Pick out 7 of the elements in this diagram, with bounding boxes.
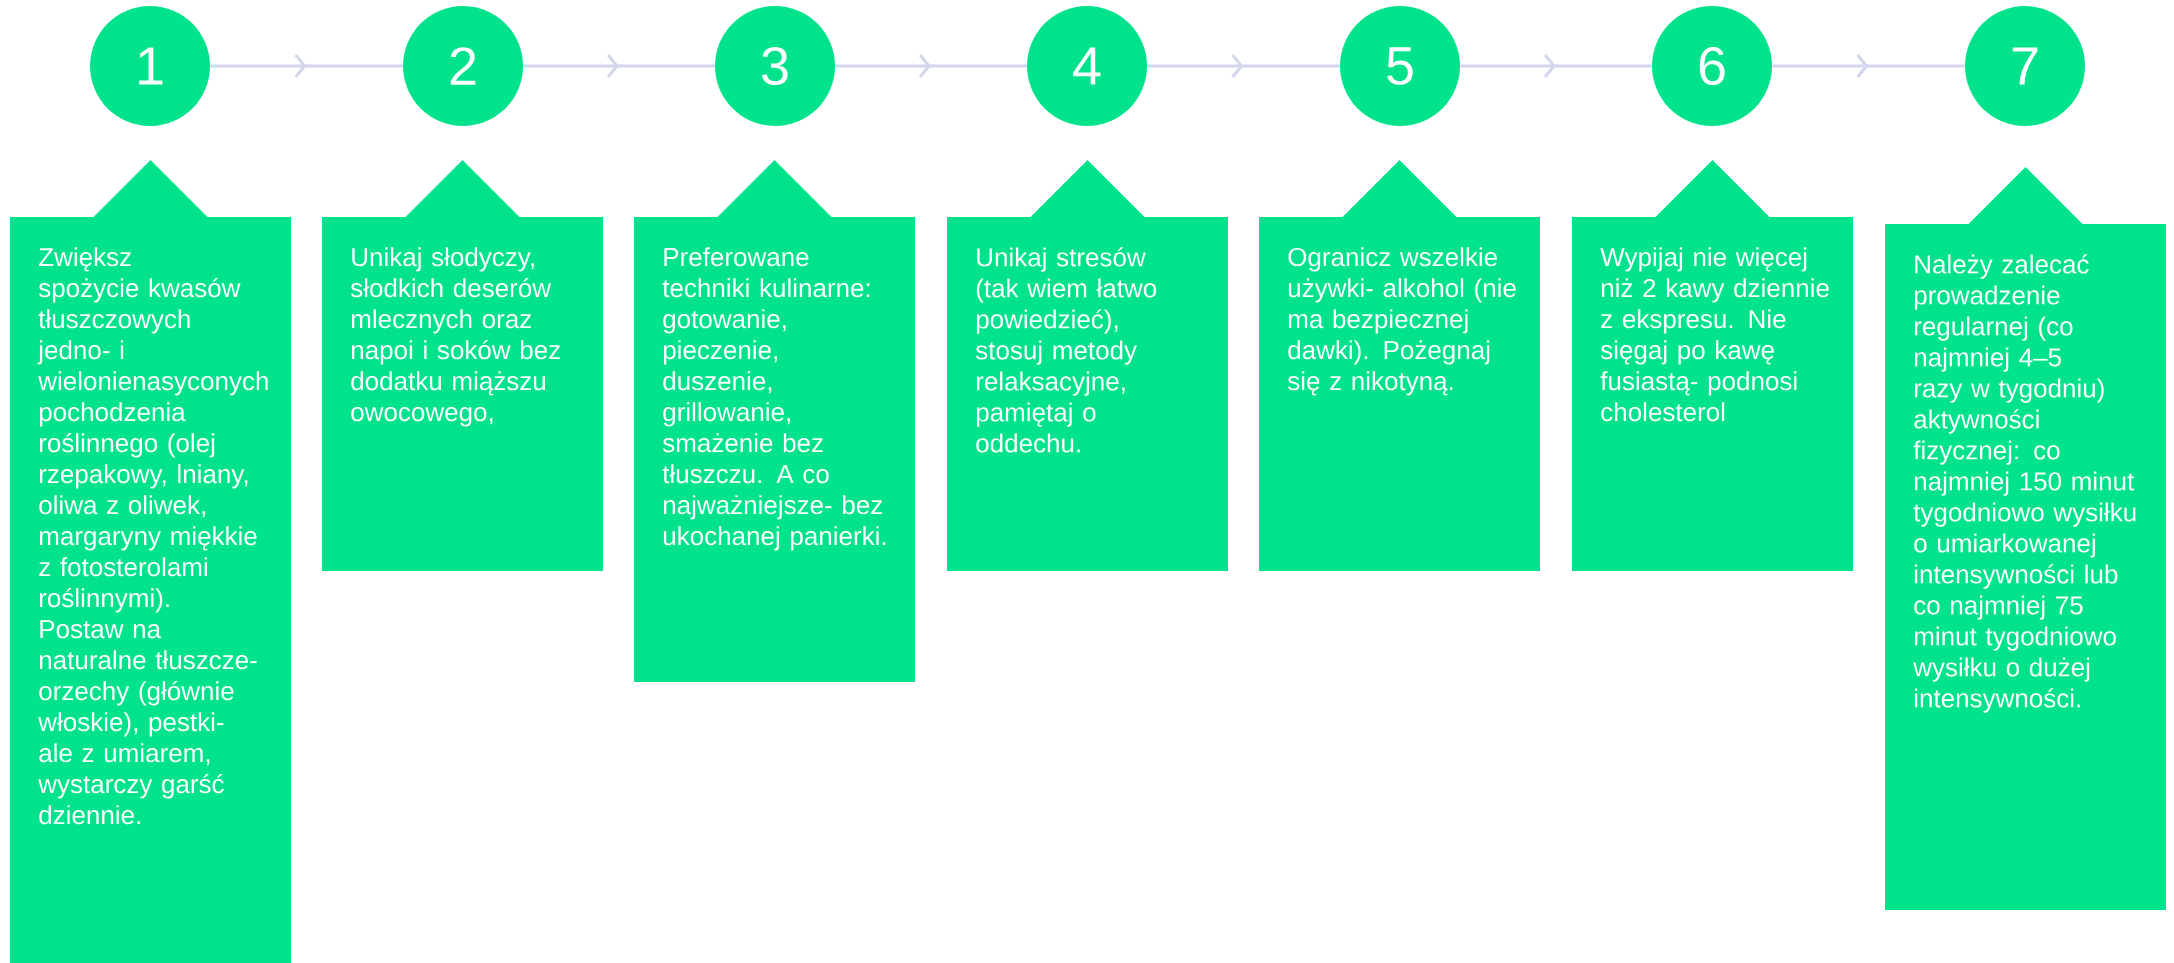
callout-box: Unikaj stresów (tak wiem łatwo powiedzieć), stosuj metody relaksacyjne, pamiętaj o oddechu.	[947, 160, 1228, 571]
callout-box: Unikaj słodyczy, słodkich deserów mlecznych oraz napoi i soków bez dodatku miąższu owocowego,	[322, 160, 603, 571]
callout-box: Preferowane techniki kulinarne: gotowanie, pieczenie, duszenie, grillowanie, smażenie bez tłuszczu. A co najważniejsze- bez ukochanej panierki.	[634, 160, 915, 682]
callout-box: Należy zalecać prowadzenie regularnej (co najmniej 4–5 razy w tygodniu) aktywności fizycznej: co najmniej 150 minut tygodniowo wysiłku o umiarkowanej intensywności lub co najmniej 75 minut tygodniowo wysiłku o dużej intensywności.	[1885, 167, 2166, 910]
callout-box: Zwiększ spożycie kwasów tłuszczowych jedno- i wielonienasyconych pochodzenia roślinnego (olej rzepakowy, lniany, oliwa z oliwek, margaryny miękkie z fotosterolami roślinnymi). Postaw na naturalne tłuszcze- orzechy (głównie włoskie), pestki- ale z umiarem, wystarczy garść dziennie.	[10, 160, 291, 963]
callout-box: Ogranicz wszelkie używki- alkohol (nie ma bezpiecznej dawki). Pożegnaj się z nikotyną.	[1259, 160, 1540, 571]
callout-box: Wypijaj nie więcej niż 2 kawy dziennie z ekspresu. Nie sięgaj po kawę fusiastą- podnosi cholesterol	[1572, 160, 1853, 571]
